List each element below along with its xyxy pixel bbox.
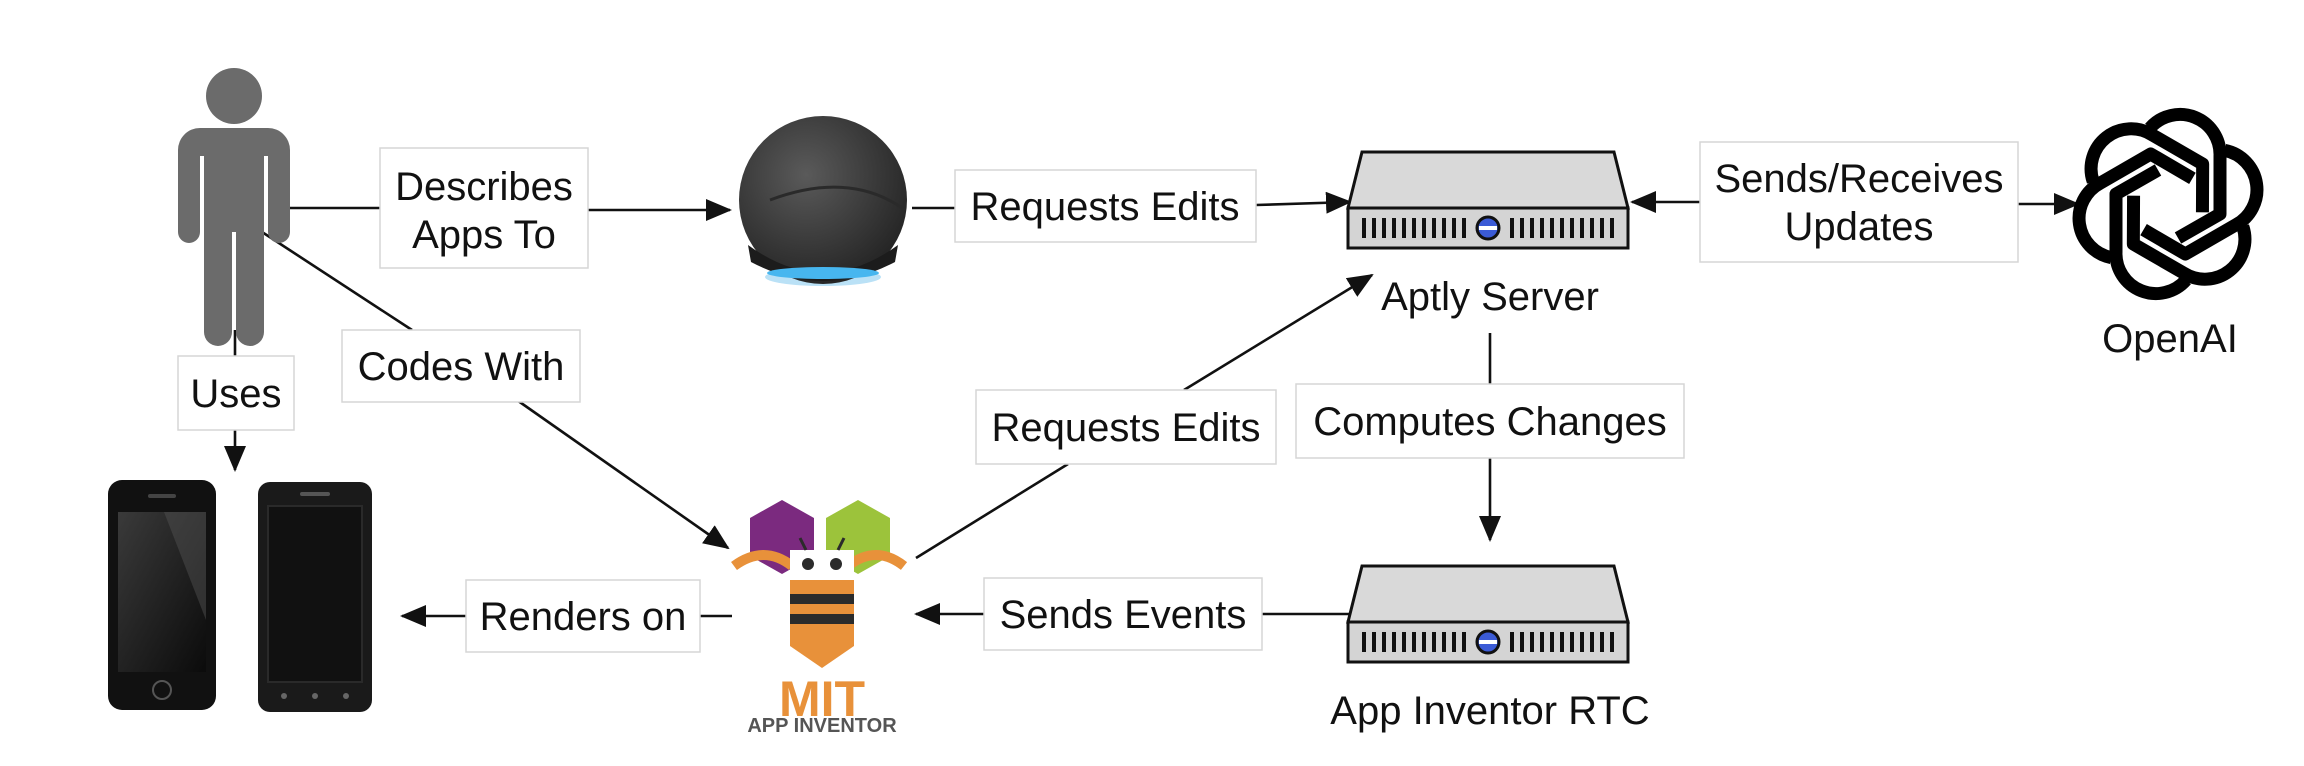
- edge-label-requests-edits-ai: Requests Edits: [975, 389, 1277, 465]
- edge-label-sends-receives-line2: Updates: [1785, 205, 1934, 249]
- edge-label-sends-events-text: Sends Events: [1000, 593, 1247, 637]
- edge-requests-edits-ai-line-a: [915, 462, 1069, 560]
- smart-speaker-icon: [739, 116, 907, 286]
- edge-label-computes-changes: Computes Changes: [1295, 383, 1685, 459]
- openai-label: OpenAI: [2102, 317, 2238, 361]
- smartphone-icon: [108, 480, 372, 712]
- edge-label-describes-line2: Apps To: [412, 213, 556, 257]
- app-inventor-logo-text: MIT: [779, 671, 865, 727]
- edge-codes-with-line-a: [261, 230, 413, 332]
- edge-label-uses-text: Uses: [190, 372, 281, 416]
- edge-label-sends-receives: Sends/Receives Updates: [1699, 141, 2019, 263]
- edge-codes-with-line-b: [513, 396, 730, 550]
- edge-label-sends-receives-line1: Sends/Receives: [1714, 157, 2003, 201]
- edge-label-codes-with: Codes With: [341, 329, 581, 403]
- app-inventor-rtc-label: App Inventor RTC: [1330, 689, 1649, 733]
- edge-requests-edits-ai-line-b: [1183, 273, 1374, 392]
- aptly-server-label: Aptly Server: [1381, 275, 1599, 319]
- edge-label-renders-on: Renders on: [465, 579, 701, 653]
- edge-label-uses: Uses: [177, 355, 295, 431]
- edge-label-sends-events: Sends Events: [983, 577, 1263, 651]
- app-inventor-logo-subtext: APP INVENTOR: [747, 715, 897, 737]
- edge-label-codes-with-text: Codes With: [358, 345, 565, 389]
- edge-label-describes: Describes Apps To: [379, 147, 589, 269]
- openai-logo-icon: [2072, 107, 2264, 301]
- edge-label-requests-edits-speaker: Requests Edits: [954, 169, 1257, 243]
- server-icon: [1346, 150, 1630, 250]
- edge-label-computes-changes-text: Computes Changes: [1313, 400, 1667, 444]
- edge-label-describes-line1: Describes: [395, 165, 573, 209]
- person-icon: [178, 68, 290, 346]
- edge-label-requests-edits-ai-text: Requests Edits: [991, 406, 1260, 450]
- app-inventor-logo-icon: MIT APP INVENTOR: [731, 500, 908, 737]
- edge-label-renders-on-text: Renders on: [480, 595, 687, 639]
- edge-label-requests-edits-speaker-text: Requests Edits: [970, 185, 1239, 229]
- edge-requests-edits-speaker-line-b: [1255, 191, 1352, 214]
- rtc-server-icon: [1346, 564, 1630, 664]
